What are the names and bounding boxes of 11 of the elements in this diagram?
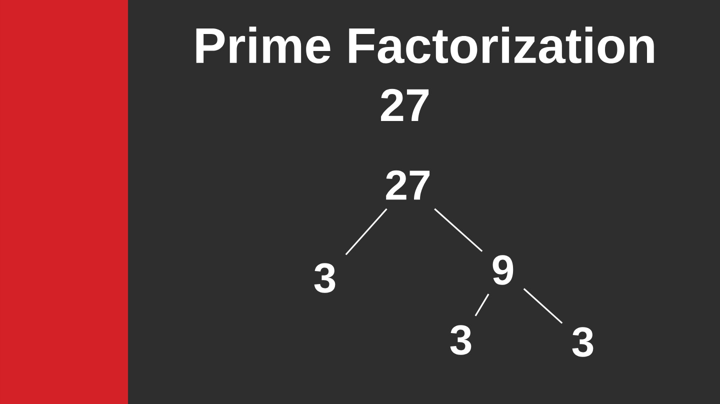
factor-number: 3 [450,325,472,355]
number-label: 27 [381,88,429,122]
branch-line [523,288,563,324]
factor-number: 9 [492,255,514,285]
branch-line [345,208,388,256]
title: Prime Factorization [196,26,654,64]
factor-number: 3 [314,263,336,293]
factor-number: 27 [386,170,430,200]
branch-line [474,294,490,316]
factor-number: 3 [572,327,594,357]
branch-line [434,208,483,252]
